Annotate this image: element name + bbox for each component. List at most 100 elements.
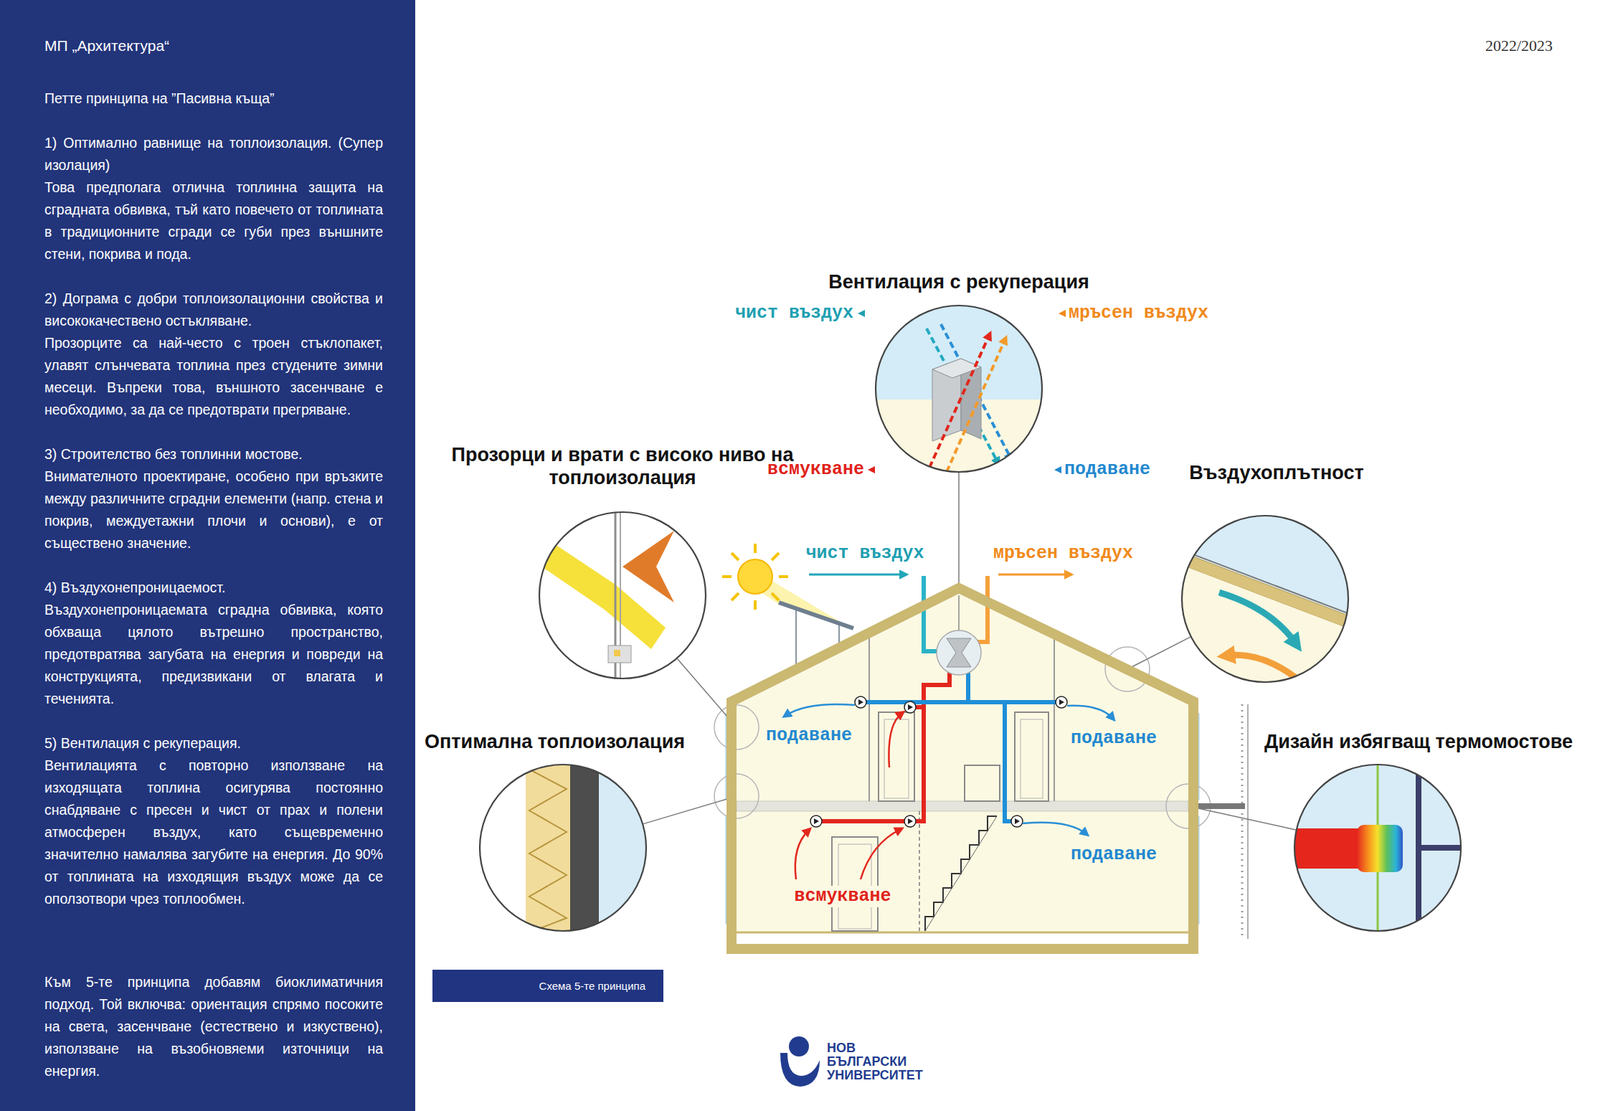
room-airflow-arrow (1022, 822, 1087, 835)
principle-text: Внимателното проектиране, особено при вр… (44, 465, 383, 555)
airtight-detail (1219, 592, 1296, 643)
house-outline (717, 573, 1205, 962)
duct-valve (1011, 815, 1023, 827)
house-drawing (725, 593, 1200, 949)
thermal-bridge-detail (1293, 763, 1464, 933)
university-logo (788, 1036, 809, 1057)
duct-valve (1055, 696, 1068, 708)
air-label: чист въздух (805, 542, 924, 565)
text-slot: подаване (1067, 727, 1160, 750)
university-logo (780, 1052, 820, 1087)
house-drawing (736, 801, 1189, 812)
circle-border (1294, 764, 1461, 931)
text-slot: мръсен въздух (1068, 302, 1209, 325)
thermal-bridge-detail (1418, 844, 1464, 851)
window-detail (622, 530, 675, 603)
air-duct (915, 704, 924, 710)
duct-valve (1059, 699, 1065, 705)
leader-line (958, 472, 960, 589)
air-label: мръсен въздух (1068, 302, 1209, 325)
room-airflow-arrow (1067, 705, 1114, 719)
principle-text: 2) Дограма с добри топлоизолационни свой… (44, 287, 383, 333)
label-pointer (857, 309, 865, 317)
room-airflow-arrow (785, 704, 855, 716)
house-drawing (878, 712, 915, 802)
text-slot: НОВ БЪЛГАРСКИ УНИВЕРСИТЕТ (826, 1041, 923, 1083)
air-duct (998, 573, 1071, 576)
text-slot: подаване (1064, 458, 1151, 481)
duct-valve (813, 818, 820, 825)
house-drawing (868, 638, 870, 802)
text-slot: всмукване (791, 885, 894, 908)
airtight-detail (1176, 562, 1356, 696)
year-label: 2022/2023 (1485, 36, 1553, 56)
house-drawing (1020, 719, 1043, 799)
recuperator-unit (936, 630, 982, 675)
text-slot: Прозорци и врати с високо ниво на топлои… (446, 443, 799, 490)
detail-circle: Прозорци и врати с високо ниво на топлои… (538, 511, 707, 680)
detail-heading: Дизайн избягващ термомостове (1264, 730, 1573, 754)
leader-line (643, 797, 732, 825)
house-drawing (831, 836, 878, 931)
facade-rail (1247, 704, 1249, 939)
insulation-detail (479, 763, 647, 933)
text-panel: МП „Архитектура“Петте принципа на ”Пасив… (0, 0, 416, 1111)
university-logo (780, 1036, 820, 1087)
circle-outline (874, 304, 1043, 473)
duct-valve (854, 696, 867, 708)
detail-circle: Оптимална топлоизолация (479, 763, 647, 932)
vent-detail (932, 358, 982, 378)
circle-border (479, 764, 647, 931)
house-drawing (925, 816, 997, 931)
air-duct (808, 574, 1071, 822)
text-slot: подаване (1067, 844, 1160, 866)
label-pointer (1058, 309, 1066, 317)
text-slot: Въздухоплътност (1189, 461, 1364, 485)
air-label: всмукване (791, 885, 894, 908)
house-wall (731, 588, 1194, 949)
room-airflow-arrow (795, 829, 809, 880)
caption-text: Схема 5-те принципа (539, 979, 646, 993)
principle-text: 3) Строителство без топлинни мостове. (44, 443, 383, 466)
window-detail (536, 511, 707, 680)
label-pointer (857, 309, 1066, 474)
course-label: МП „Архитектура“ (44, 35, 383, 56)
air-label: подаване (1064, 458, 1151, 481)
text-slot: 2022/2023 (1485, 36, 1553, 56)
sun-symbol (737, 559, 773, 594)
text-slot: мръсен въздух (993, 542, 1134, 565)
duct-valve (858, 699, 864, 705)
circle-border (875, 305, 1043, 472)
vent-detail (946, 338, 1006, 472)
air-duct (975, 575, 988, 642)
house-section: чист въздухмръсен въздухподаванеподаване… (717, 573, 1205, 962)
leader-line (677, 658, 732, 721)
air-label: мръсен въздух (993, 542, 1134, 565)
leader-line (1193, 807, 1296, 830)
label-pointer (867, 466, 875, 474)
house-drawing (884, 719, 909, 799)
detail-circle: Дизайн избягващ термомостове (1293, 763, 1462, 932)
circle-outline (1181, 514, 1349, 683)
duct-valve (907, 818, 913, 825)
logo-text: НОВ БЪЛГАРСКИ УНИВЕРСИТЕТ (826, 1041, 923, 1083)
air-duct (866, 699, 1056, 705)
insulation-detail (479, 763, 526, 932)
duct-valve (907, 704, 913, 710)
air-label: подаване (1067, 727, 1160, 750)
caption-box: Схема 5-те принципа (432, 969, 664, 1002)
detail-heading: Вентилация с рекуперация (828, 270, 1090, 294)
duct-valve (810, 815, 822, 827)
duct-valve (1014, 818, 1020, 825)
duct-valve (904, 701, 916, 713)
facade-rail (1241, 704, 1244, 939)
text-slot: чист въздух (735, 302, 854, 325)
insulation-detail (525, 767, 567, 933)
house-drawing (918, 811, 921, 931)
principle-text: Въздухонепроницаемата сградна обвивка, к… (44, 598, 383, 710)
principle-text: Към 5-те принципа добавям биоклиматичния… (44, 971, 383, 1083)
principle-text: Прозорците са най-често с троен стъклопа… (44, 332, 383, 421)
air-label: подаване (1067, 844, 1160, 866)
solar-panel (749, 578, 854, 669)
duct-valve (904, 815, 916, 827)
